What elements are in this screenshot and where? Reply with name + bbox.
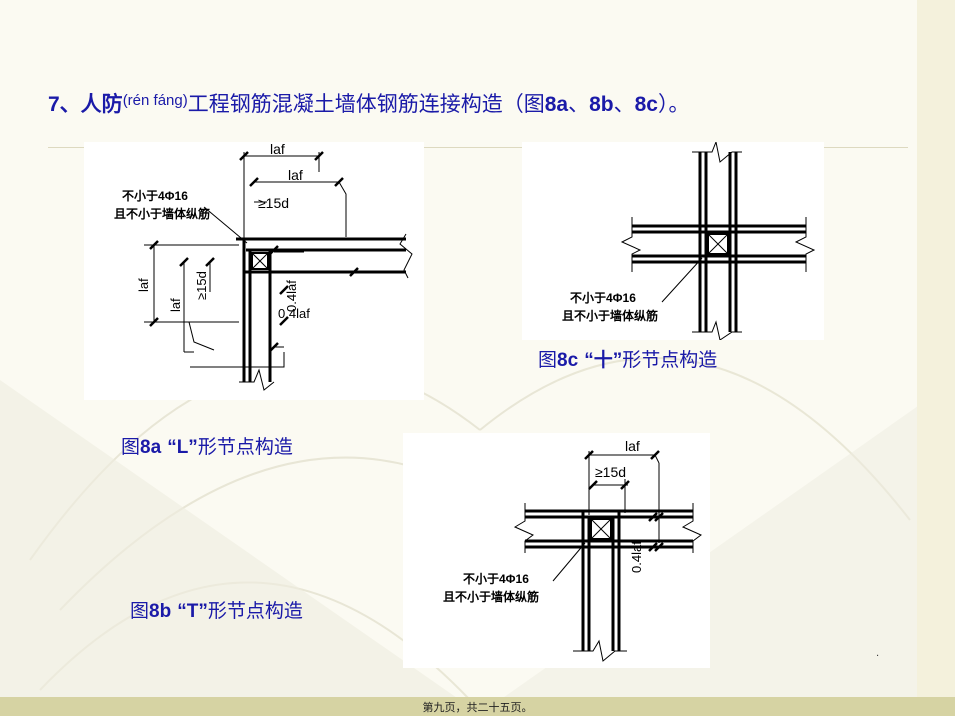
fig8a-laf-left-label: laf [136, 278, 151, 292]
right-side-bar [917, 0, 955, 716]
title-divider [48, 147, 908, 148]
fig8a-04laf-vertical-label: 0.4laf [284, 280, 299, 312]
figure-8b-panel: laf ≥15d 0.4laf 不小于4Φ16 且不小于墙体纵筋 [403, 433, 710, 668]
fig8c-note-line2: 且不小于墙体纵筋 [562, 308, 658, 323]
figure-8a-panel: laf laf ≥15d 不小于4Φ16 且不小于墙体纵筋 laf laf ≥1… [84, 142, 424, 400]
fig8a-laf-second-label: laf [288, 167, 303, 183]
figure-8a-caption: 图8a “L”形节点构造 [121, 436, 293, 458]
fig8a-15d-vertical-label: ≥15d [194, 271, 209, 300]
pinyin-ruby: (rén fáng) [122, 92, 188, 109]
page-title: 7、人防(rén fáng)工程钢筋混凝土墙体钢筋连接构造（图8a、8b、8c）… [48, 92, 690, 116]
fig8a-note-line1: 不小于4Φ16 [122, 188, 188, 203]
figure-8c-panel: 不小于4Φ16 且不小于墙体纵筋 [522, 142, 824, 340]
page-number: 第九页，共二十五页。 [422, 701, 533, 714]
fig8a-15d-label: ≥15d [258, 195, 289, 211]
stray-dot: . [876, 648, 880, 659]
fig8b-note-line1: 不小于4Φ16 [463, 571, 529, 586]
fig8b-15d-label: ≥15d [595, 464, 626, 480]
figure-8b-caption: 图8b “T”形节点构造 [130, 600, 303, 622]
fig8a-note-line2: 且不小于墙体纵筋 [114, 206, 210, 221]
fig8b-laf-label: laf [625, 438, 640, 454]
figure-8a-drawing: laf laf ≥15d 不小于4Φ16 且不小于墙体纵筋 laf laf ≥1… [114, 142, 413, 391]
figure-8c-caption: 图8c “十”形节点构造 [538, 349, 718, 371]
fig8c-note-line1: 不小于4Φ16 [570, 290, 636, 305]
fig8b-note-line2: 且不小于墙体纵筋 [443, 589, 539, 604]
fig8a-laf-inner-label: laf [168, 298, 183, 312]
fig8a-laf-top-label: laf [270, 142, 285, 157]
fig8b-04laf-label: 0.4laf [629, 541, 644, 573]
figure-8b-drawing: laf ≥15d 0.4laf 不小于4Φ16 且不小于墙体纵筋 [443, 438, 702, 662]
fig8a-04laf-label: 0.4laf [278, 306, 310, 321]
footer-bar [0, 697, 955, 716]
figure-8c-drawing: 不小于4Φ16 且不小于墙体纵筋 [562, 142, 816, 340]
